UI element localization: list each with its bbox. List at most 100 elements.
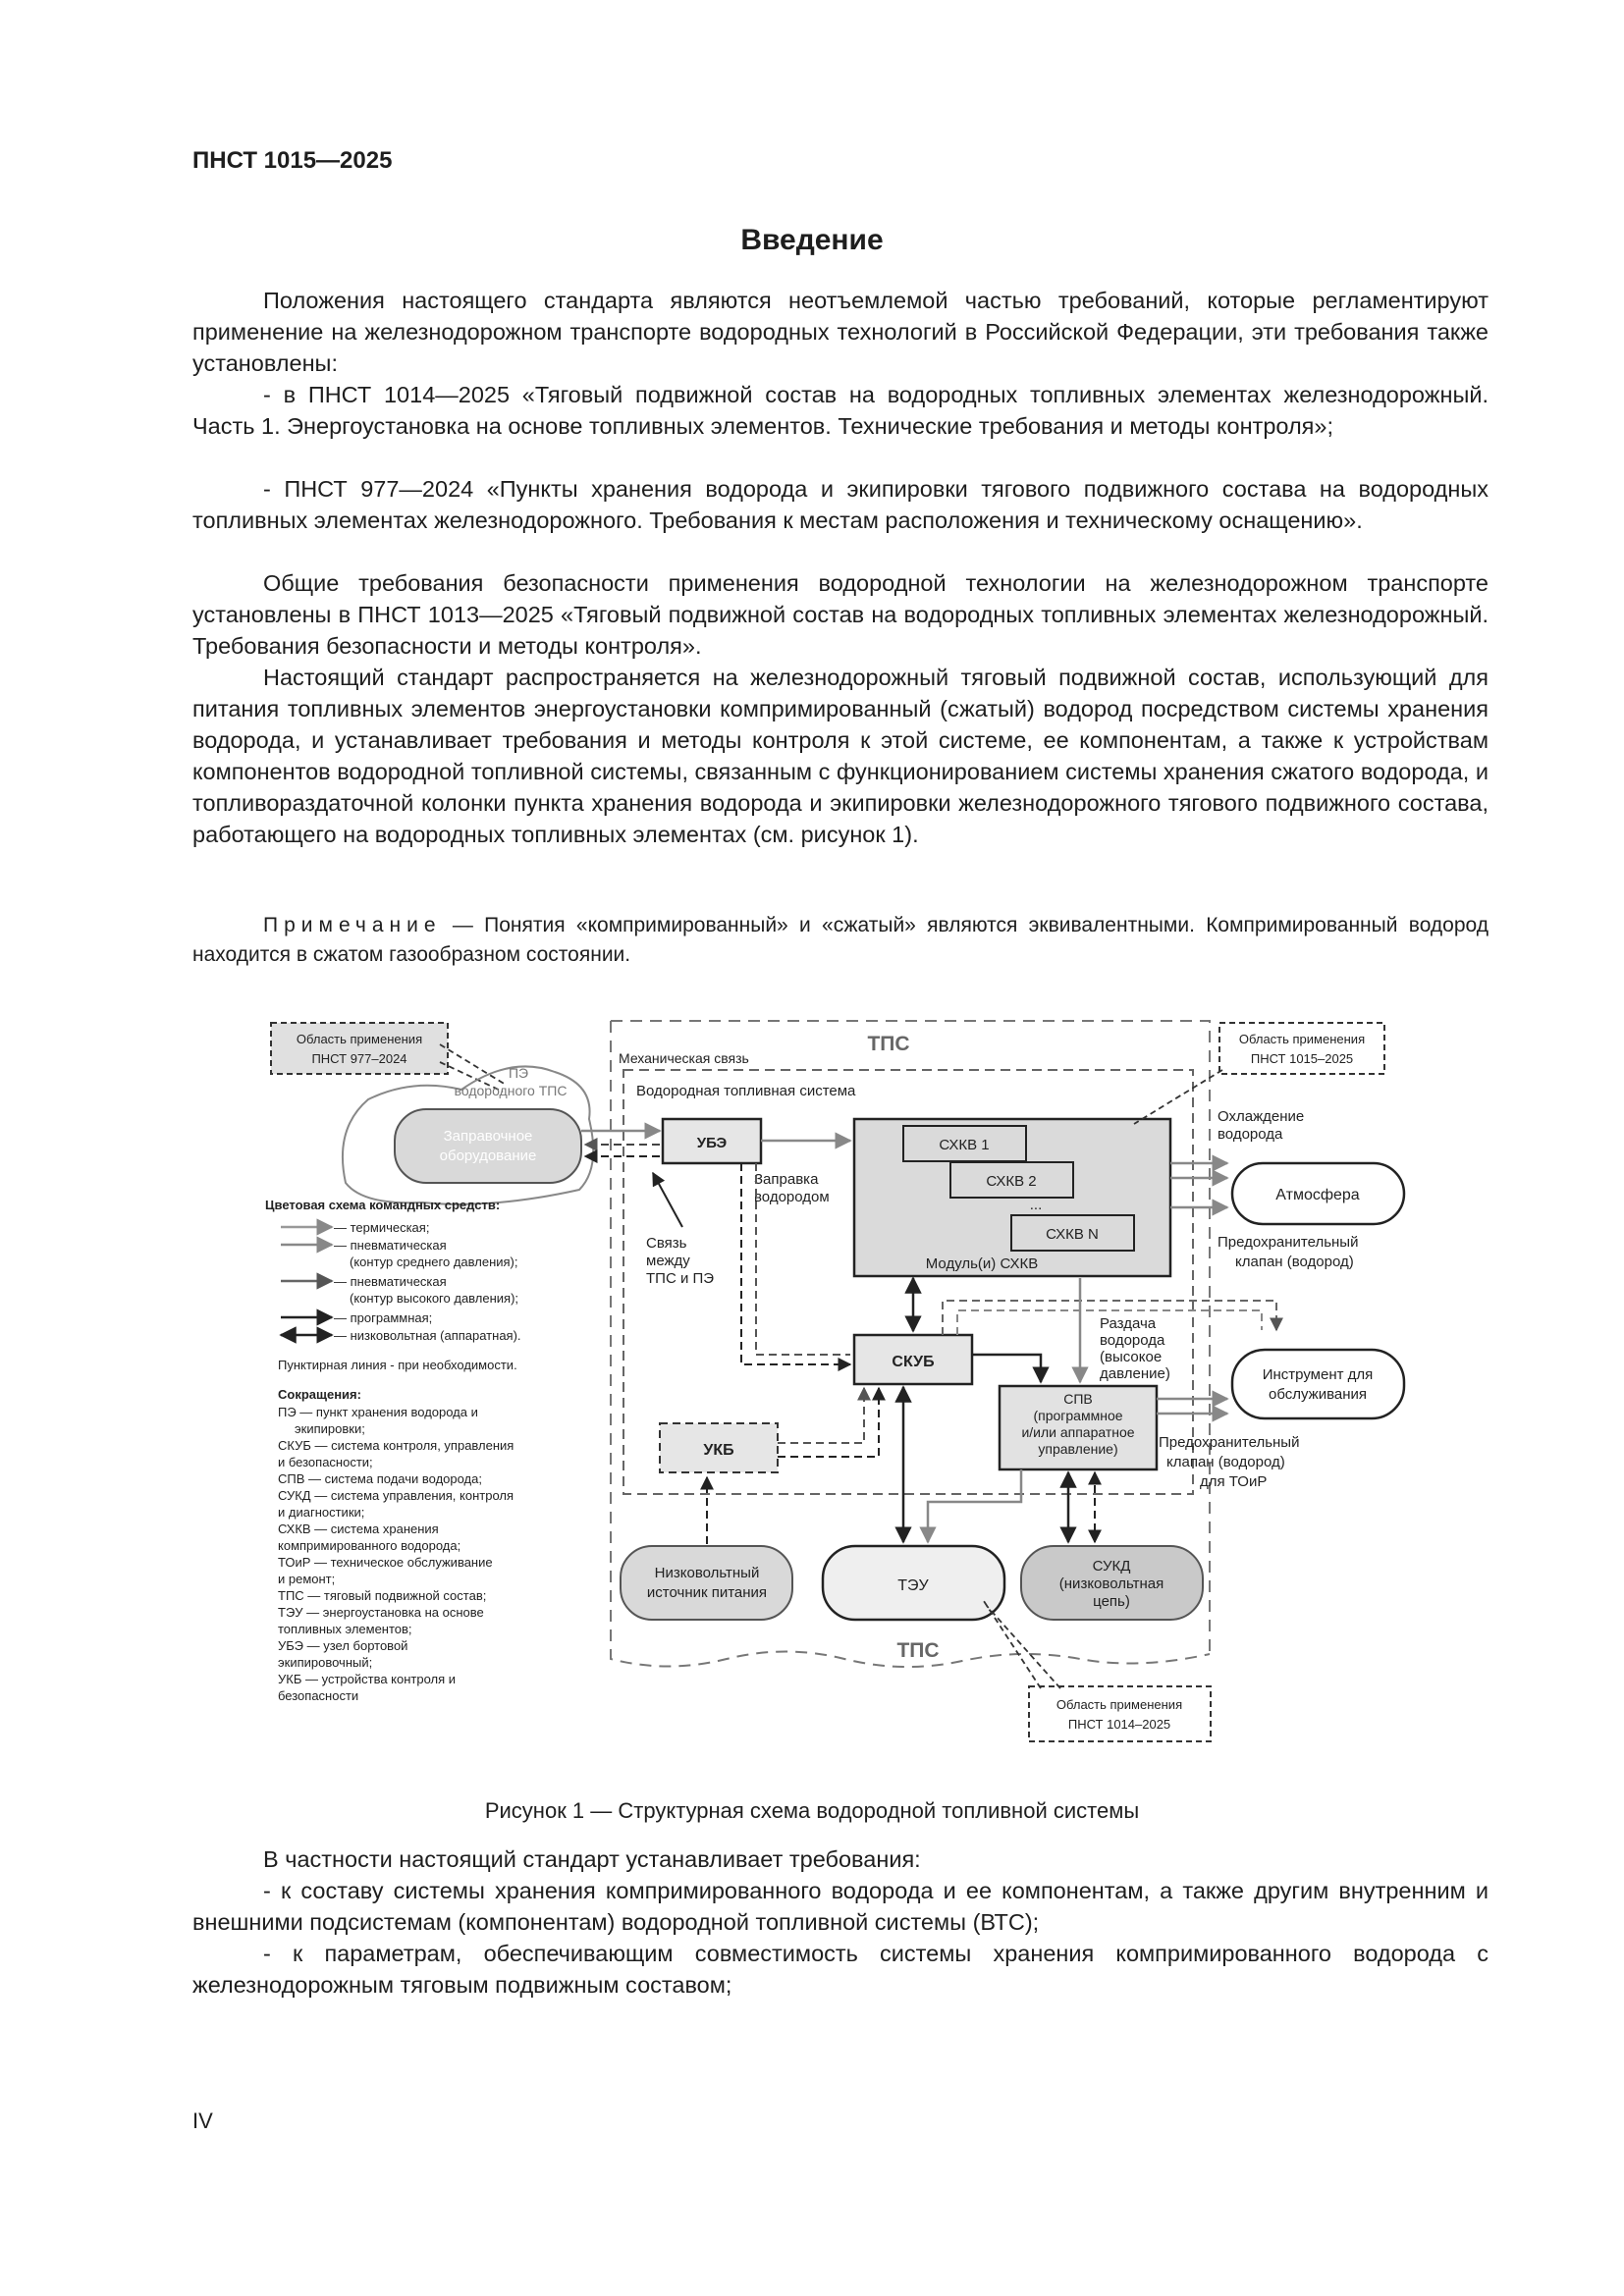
cooling-line1: Охлаждение	[1218, 1108, 1304, 1125]
abbr-line: ТПС — тяговый подвижной состав;	[278, 1588, 486, 1603]
tool-box	[1230, 1348, 1406, 1420]
refuel-h2-line1: Заправка	[754, 1171, 819, 1188]
abbr-line: топливных элементов;	[278, 1622, 412, 1636]
spv-line2: (программное	[1033, 1408, 1122, 1423]
dispense-line1: Раздача	[1100, 1315, 1157, 1332]
abbr-title: Сокращения:	[278, 1387, 361, 1402]
legend-item: — пневматическая (контур среднего давлен…	[281, 1236, 518, 1269]
safety-valve-line1: Предохранительный	[1218, 1234, 1358, 1251]
figure-caption: Рисунок 1 — Структурная схема водородной…	[484, 1798, 1140, 1823]
paragraph: - к составу системы хранения компримиров…	[192, 1878, 1489, 1935]
legend-item: — низковольтная (аппаратная).	[279, 1326, 521, 1344]
abbr-line: компримированного водорода;	[278, 1538, 460, 1553]
tool-line2: обслуживания	[1269, 1386, 1367, 1403]
tps-frame: ТПС ТПС Механическая связь	[610, 1020, 1211, 1668]
legend-label: — пневматическая	[334, 1238, 447, 1253]
pe-label-1: ПЭ	[509, 1065, 528, 1081]
paragraph: - в ПНСТ 1014—2025 «Тяговый подвижной со…	[192, 382, 1489, 439]
vts-label: Водородная топливная система	[636, 1083, 856, 1099]
link-tps-pe-line1: Связь	[646, 1235, 687, 1252]
link-tps-pe-line2: между	[646, 1253, 690, 1269]
refuel-h2-line2: водородом	[754, 1189, 830, 1205]
note-text: — Понятия «компримированный» и «сжатый» …	[192, 914, 1489, 966]
atmosphere-box	[1230, 1161, 1406, 1226]
paragraph: Настоящий стандарт распространяется на ж…	[192, 665, 1489, 847]
abbr-line: СУКД — система управления, контроля	[278, 1488, 514, 1503]
pe-label-2: водородного ТПС	[455, 1083, 568, 1098]
safety-valve-line2: клапан (водород)	[1235, 1254, 1354, 1270]
legend-label: — низковольтная (аппаратная).	[334, 1328, 521, 1343]
mechanical-link-label: Механическая связь	[619, 1050, 749, 1066]
safety-valve-toir-line1: Предохранительный	[1159, 1434, 1299, 1451]
schv-2-label: СХКВ 2	[986, 1173, 1036, 1190]
refuel-equipment-line1: Заправочное	[444, 1128, 533, 1145]
schv-1-label: СХКВ 1	[939, 1137, 989, 1153]
lv-source-box	[620, 1545, 793, 1621]
abbr-line: СПВ — система подачи водорода;	[278, 1471, 482, 1486]
abbr-line: экипировки;	[295, 1421, 365, 1436]
legend-title: Цветовая схема командных средств:	[265, 1198, 500, 1212]
lv-source-line2: источник питания	[647, 1584, 767, 1601]
page-number: IV	[192, 2109, 213, 2133]
teu-box	[821, 1544, 1006, 1622]
legend-label: — пневматическая	[334, 1274, 447, 1289]
schv-2-box	[949, 1161, 1074, 1199]
scope-977-line2: ПНСТ 977–2024	[311, 1051, 406, 1066]
tps-label-bottom: ТПС	[896, 1639, 939, 1662]
dashed-note: Пунктирная линия - при необходимости.	[278, 1358, 517, 1372]
refuel-equipment-line2: оборудование	[440, 1148, 537, 1164]
scope-1015-line2: ПНСТ 1015–2025	[1251, 1051, 1353, 1066]
paragraph: - к параметрам, обеспечивающим совместим…	[192, 1941, 1489, 1998]
abbr-line: ТЭУ — энергоустановка на основе	[278, 1605, 484, 1620]
link-tps-pe-line3: ТПС и ПЭ	[646, 1270, 714, 1287]
scope-1014-box	[1028, 1685, 1212, 1742]
dispense-line2: водорода	[1100, 1332, 1165, 1349]
scope-977-line1: Область применения	[297, 1032, 422, 1046]
sukd-box	[1020, 1545, 1204, 1621]
ukb-label: УКБ	[703, 1442, 733, 1459]
abbr-line: экипировочный;	[278, 1655, 372, 1670]
abbr-line: ПЭ — пункт хранения водорода и	[278, 1405, 478, 1419]
abbreviations-list: ПЭ — пункт хранения водорода и экипировк…	[278, 1405, 514, 1703]
sukd-line3: цепь)	[1093, 1593, 1130, 1610]
tool-line1: Инструмент для	[1263, 1366, 1374, 1383]
scope-1015-line1: Область применения	[1239, 1032, 1365, 1046]
skub-box	[852, 1333, 974, 1386]
ube-label: УБЭ	[697, 1135, 728, 1151]
legend-item: — программная;	[281, 1308, 432, 1326]
cooling-line2: водорода	[1218, 1126, 1283, 1143]
document-header: ПНСТ 1015—2025	[192, 147, 393, 174]
paragraph: Общие требования безопасности применения…	[192, 570, 1489, 659]
safety-valve-toir-line3: для ТОиР	[1200, 1473, 1267, 1490]
spv-line3: и/или аппаратное	[1021, 1424, 1134, 1440]
spv-box	[998, 1384, 1159, 1471]
note-label: Примечание	[263, 914, 442, 936]
teu-label: ТЭУ	[897, 1577, 929, 1594]
scope-1015-box	[1218, 1022, 1385, 1075]
abbr-line: ТОиР — техническое обслуживание	[278, 1555, 493, 1570]
abbr-line: безопасности	[278, 1688, 358, 1703]
spv-line4: управление)	[1038, 1441, 1117, 1457]
schv-ellipsis: ...	[1030, 1197, 1043, 1213]
atmosphere-label: Атмосфера	[1275, 1187, 1360, 1203]
ukb-box	[659, 1422, 779, 1473]
scope-1014-line1: Область применения	[1056, 1697, 1182, 1712]
note: Примечание — Понятия «компримированный» …	[192, 911, 1489, 970]
abbr-line: УБЭ — узел бортовой	[278, 1638, 407, 1653]
scope-977-box	[270, 1022, 449, 1075]
dispense-line4: давление)	[1100, 1365, 1170, 1382]
legend-label: — термическая;	[334, 1220, 429, 1235]
paragraph: Положения настоящего стандарта являются …	[192, 288, 1489, 376]
dispense-line3: (высокое	[1100, 1349, 1162, 1365]
tps-label-top: ТПС	[867, 1033, 909, 1055]
schv-n-label: СХКВ N	[1046, 1226, 1099, 1243]
paragraph: - ПНСТ 977—2024 «Пункты хранения водород…	[192, 476, 1489, 533]
schv-n-box	[1010, 1214, 1135, 1252]
abbr-line: и безопасности;	[278, 1455, 373, 1469]
legend-item: — пневматическая (контур высокого давлен…	[281, 1272, 518, 1306]
legend-item: — термическая;	[281, 1218, 429, 1236]
pe-cloud	[342, 1065, 595, 1205]
refuel-equipment-box	[394, 1108, 582, 1184]
abbr-line: СХКВ — система хранения	[278, 1522, 439, 1536]
